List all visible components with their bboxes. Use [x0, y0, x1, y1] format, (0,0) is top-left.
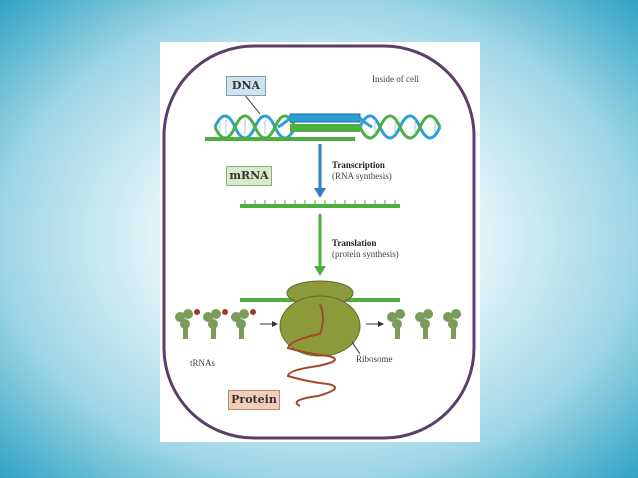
trna-group-left [175, 309, 256, 339]
translation-subtitle: (protein synthesis) [332, 249, 399, 259]
central-dogma-figure: DNA Inside of cell mRNA Transcription (R… [160, 42, 480, 442]
mrna-label-box: mRNA [226, 166, 272, 186]
cell-membrane [162, 44, 476, 440]
protein-label-box: Protein [228, 390, 280, 410]
transcription-arrow [314, 144, 326, 198]
ribosome-label: Ribosome [356, 354, 393, 364]
trnas-label: tRNAs [190, 358, 216, 368]
translation-title: Translation [332, 238, 377, 248]
figure-artwork [162, 44, 476, 440]
mrna-strand [240, 200, 400, 208]
translation-arrow [314, 214, 326, 276]
transcription-subtitle: (RNA synthesis) [332, 171, 392, 181]
dna-pointer-line [243, 93, 261, 115]
ribosome [279, 280, 361, 357]
dna-label-box: DNA [226, 76, 266, 96]
transcription-title: Transcription [332, 160, 385, 170]
ribosome-pointer-line [351, 341, 361, 355]
inside-cell-label: Inside of cell [372, 74, 419, 84]
arrow-into-ribosome [260, 321, 278, 327]
dna-helix [205, 113, 442, 141]
trna-group-right [387, 309, 461, 339]
protein-chain [286, 303, 337, 407]
arrow-out-of-ribosome [366, 321, 384, 327]
